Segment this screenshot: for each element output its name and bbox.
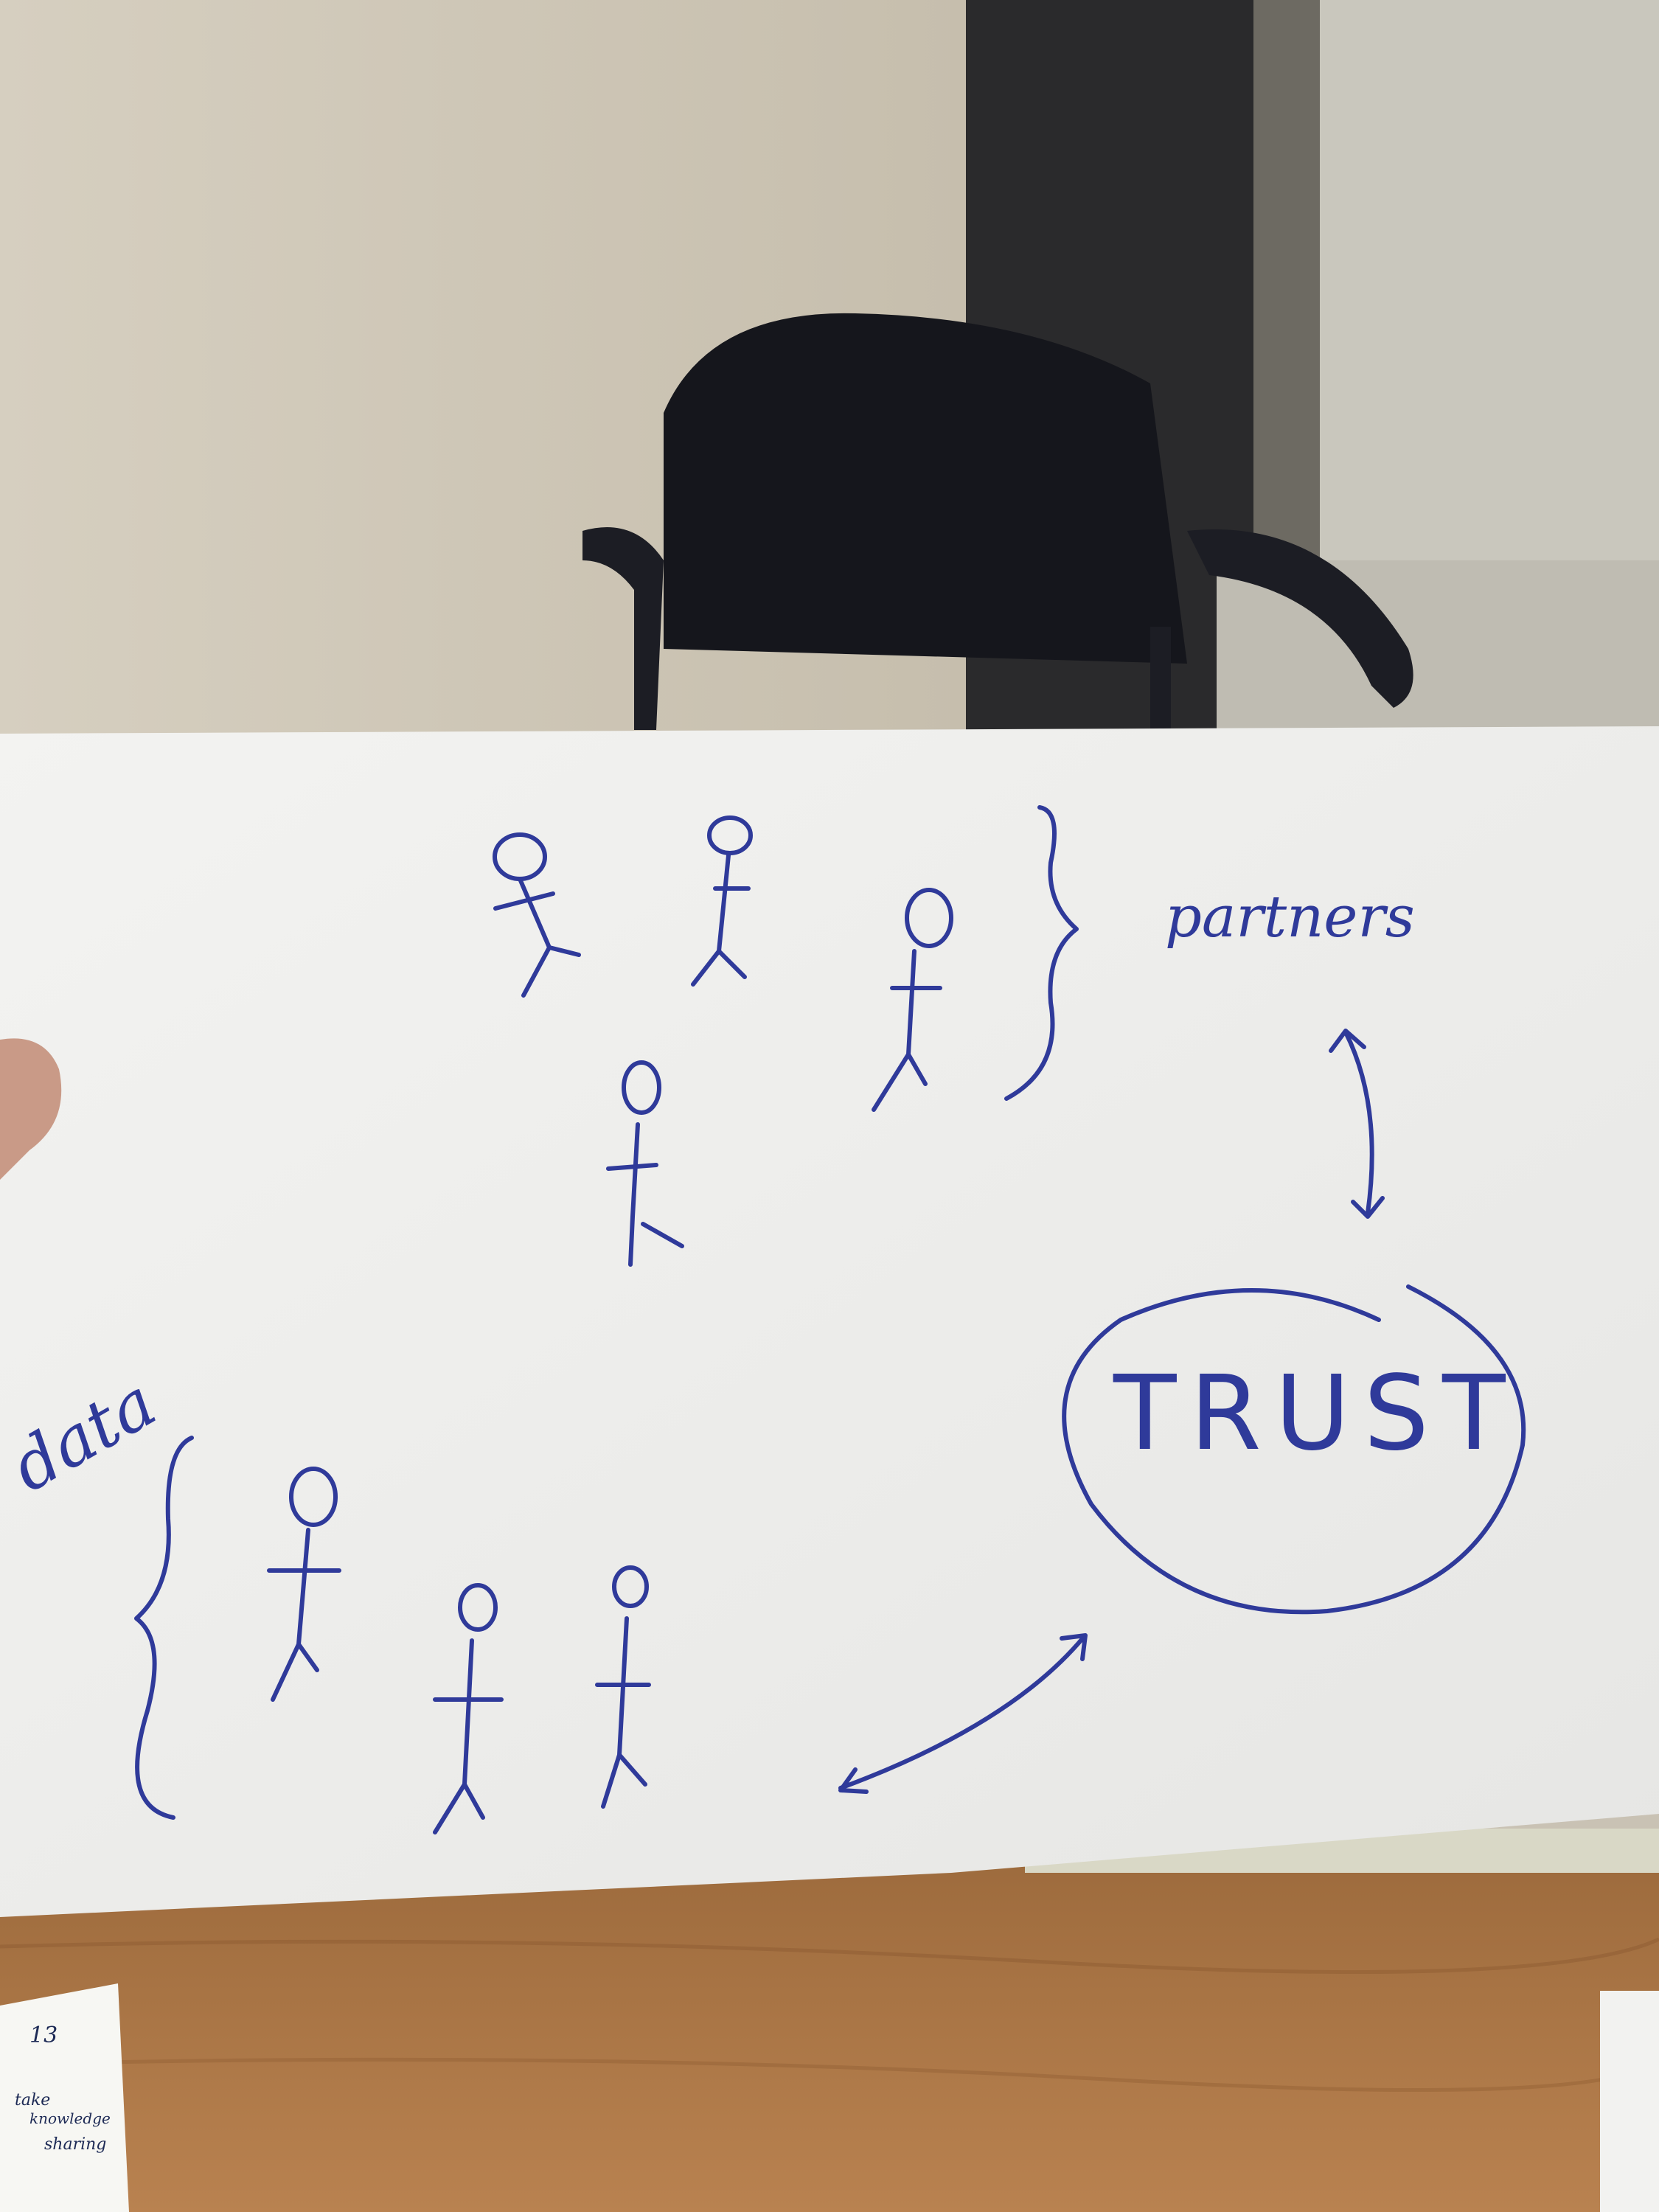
room-background xyxy=(0,0,1659,737)
partner-figure xyxy=(606,1060,684,1267)
sticky-note-line1: take xyxy=(15,2091,50,2110)
partners-brace xyxy=(1004,805,1079,1101)
thumb xyxy=(0,1038,62,1180)
trust-circle xyxy=(1062,1284,1526,1615)
trust-label: TRUST xyxy=(1113,1354,1519,1474)
sticky-note: 13 take knowledge sharing xyxy=(0,1983,129,2212)
chair xyxy=(582,313,1413,737)
data-figure xyxy=(267,1467,341,1702)
partner-figure xyxy=(691,815,753,987)
sticky-note-line2: knowledge xyxy=(29,2110,111,2127)
paper-sheet xyxy=(0,726,1659,1917)
partners-label: partners xyxy=(1165,884,1415,950)
partner-figure xyxy=(872,888,953,1112)
data-figure xyxy=(433,1583,504,1834)
data-trust-arrow xyxy=(838,1635,1086,1790)
data-brace xyxy=(134,1436,194,1820)
partner-figure xyxy=(493,832,581,998)
hand-drawing: partners TRUST data xyxy=(0,805,1526,1834)
data-figure xyxy=(595,1565,651,1809)
sticky-note-line3: sharing xyxy=(44,2135,106,2154)
sticky-note-number: 13 xyxy=(29,2023,58,2048)
partners-trust-arrow xyxy=(1343,1030,1374,1215)
